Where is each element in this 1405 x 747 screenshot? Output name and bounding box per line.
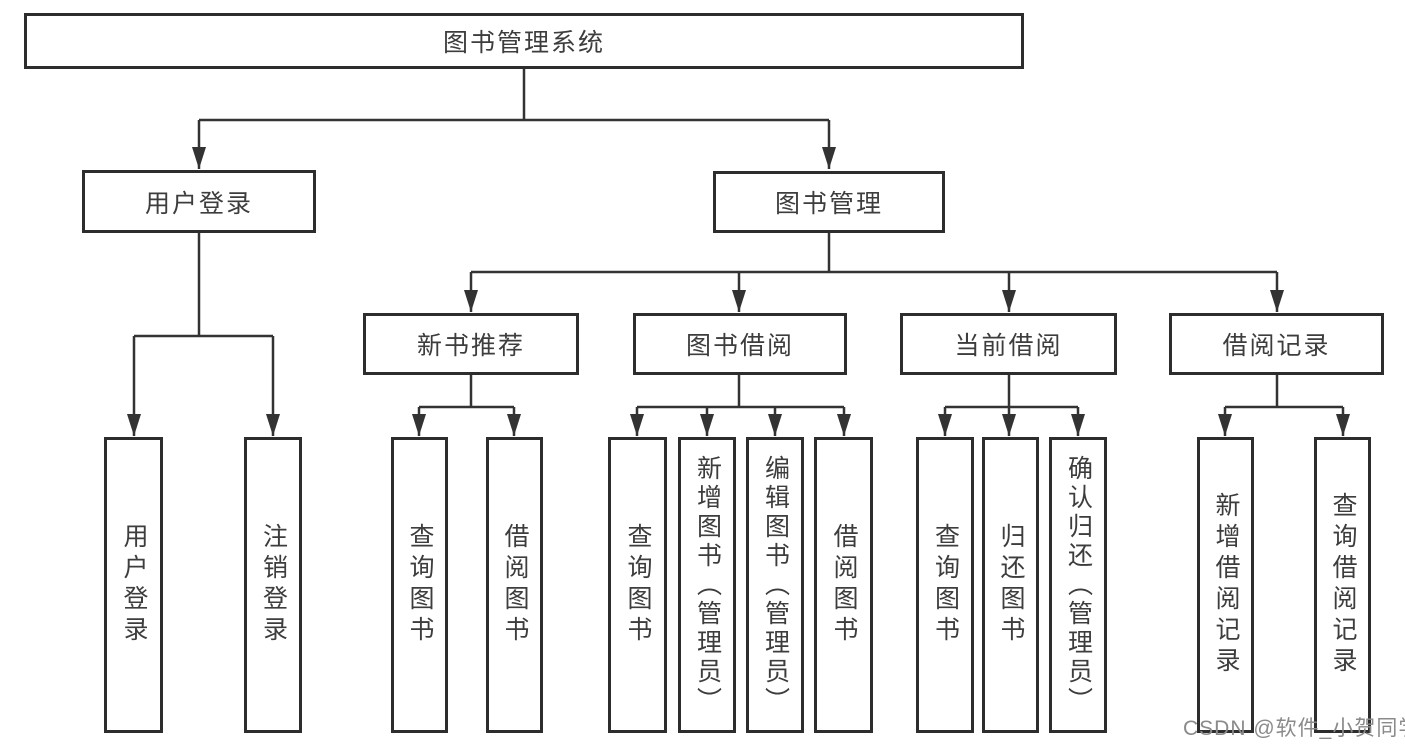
- node-book-borrowing: 图书借阅: [633, 313, 847, 375]
- leaf-label: 查询图书: [406, 523, 434, 647]
- node-label: 图书借阅: [685, 332, 794, 360]
- leaf-label: 编辑图书（管理员）: [761, 454, 790, 716]
- node-borrowing-records: 借阅记录: [1169, 313, 1384, 375]
- leaf-label: 确认归还（管理员）: [1064, 454, 1093, 716]
- node-book-management: 图书管理: [713, 171, 945, 233]
- node-library-management-system: 图书管理系统: [24, 13, 1024, 69]
- node-new-book-recommendation: 新书推荐: [363, 313, 579, 375]
- leaf-label: 新增借阅记录: [1212, 492, 1240, 678]
- leaf-label: 查询图书: [931, 523, 960, 647]
- node-label: 当前借阅: [954, 332, 1063, 360]
- node-label: 图书管理系统: [442, 29, 605, 57]
- leaf-label: 借阅图书: [501, 523, 529, 647]
- leaf-edit-books-admin: 编辑图书（管理员）: [746, 437, 804, 733]
- leaf-query-books-recommend: 查询图书: [391, 437, 448, 733]
- node-current-borrowing: 当前借阅: [900, 313, 1117, 375]
- leaf-logout-login: 注销登录: [244, 437, 302, 733]
- leaf-query-borrow-record: 查询借阅记录: [1314, 437, 1371, 733]
- leaf-label: 注销登录: [259, 523, 288, 647]
- leaf-add-borrow-record: 新增借阅记录: [1197, 437, 1254, 733]
- csdn-watermark: CSDN @软件_小贺同学: [1183, 717, 1405, 740]
- leaf-label: 查询借阅记录: [1329, 492, 1357, 678]
- leaf-borrow-books-recommend: 借阅图书: [486, 437, 543, 733]
- node-label: 用户登录: [144, 189, 253, 218]
- leaf-label: 借阅图书: [830, 523, 858, 647]
- node-user-login: 用户登录: [82, 170, 316, 233]
- leaf-label: 用户登录: [120, 523, 148, 647]
- node-label: 新书推荐: [416, 332, 525, 360]
- leaf-label: 查询图书: [624, 523, 652, 647]
- leaf-label: 归还图书: [997, 523, 1025, 647]
- node-label: 借阅记录: [1222, 332, 1331, 360]
- leaf-add-books-admin: 新增图书（管理员）: [678, 437, 736, 733]
- leaf-query-books-current: 查询图书: [916, 437, 974, 733]
- leaf-borrow-books: 借阅图书: [814, 437, 873, 733]
- node-label: 图书管理: [774, 190, 883, 218]
- leaf-label: 新增图书（管理员）: [693, 454, 722, 716]
- leaf-user-login: 用户登录: [104, 437, 163, 733]
- leaf-confirm-return-admin: 确认归还（管理员）: [1049, 437, 1107, 733]
- leaf-return-books: 归还图书: [982, 437, 1039, 733]
- leaf-query-books-borrow: 查询图书: [608, 437, 667, 733]
